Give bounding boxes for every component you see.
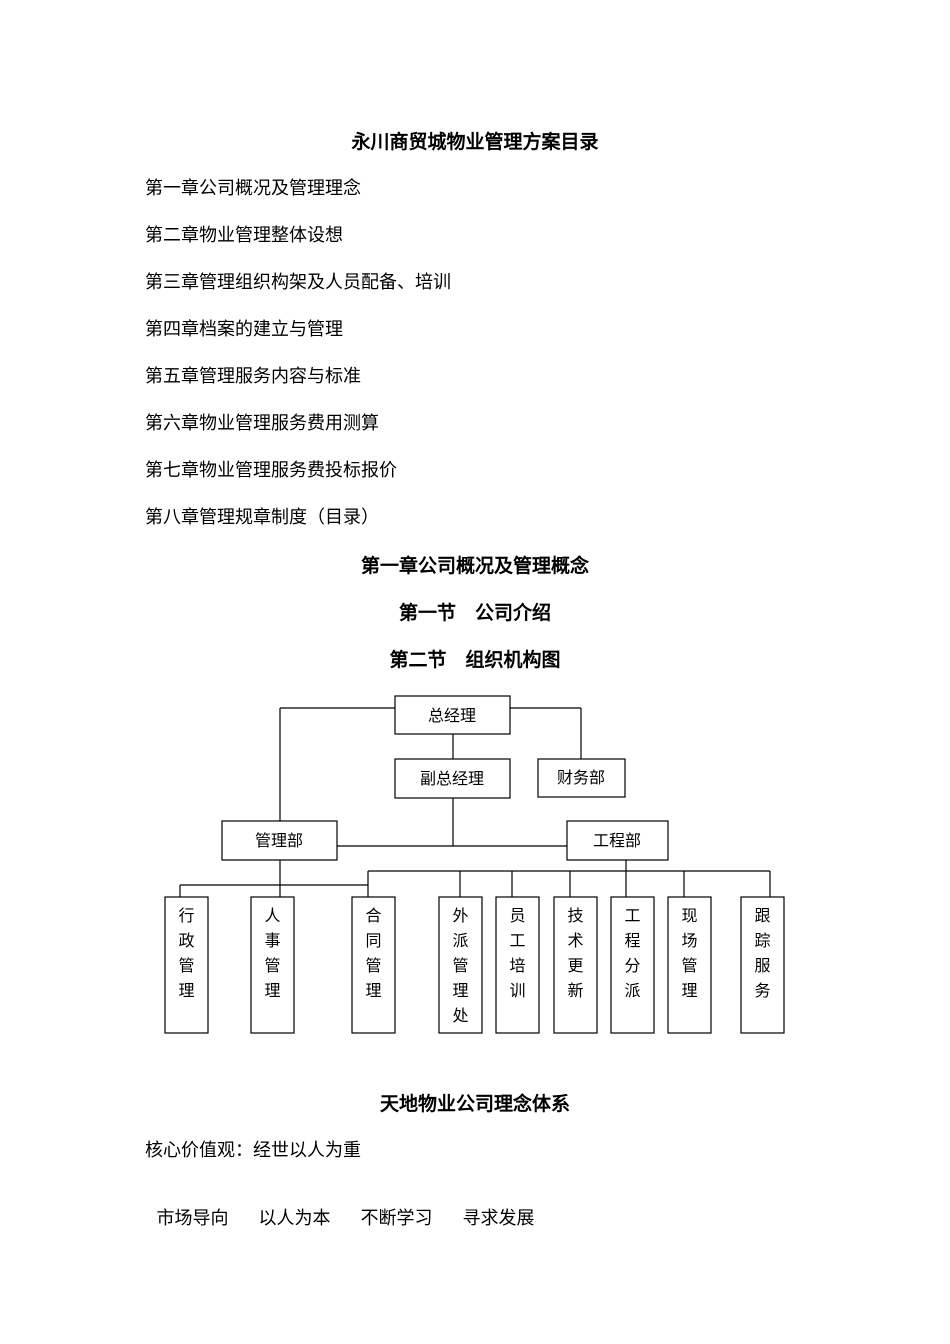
org-unit-char: 工: [509, 931, 525, 950]
org-node-gm: 总经理: [394, 695, 511, 735]
org-node-label: 财务部: [557, 768, 605, 787]
org-node-label: 管理部: [255, 831, 303, 850]
org-unit-char: 管: [452, 956, 468, 975]
org-unit-char: 管: [365, 956, 381, 975]
org-unit-char: 程: [624, 931, 640, 950]
org-unit-char: 理: [264, 981, 280, 1000]
org-chart-connectors: [179, 707, 771, 897]
toc-item: 第二章物业管理整体设想: [145, 225, 343, 246]
org-unit-char: 合: [365, 906, 381, 925]
org-unit-char: 外: [452, 906, 468, 925]
principles-line: 市场导向 以人为本 不断学习 寻求发展: [145, 1183, 534, 1230]
principle: 寻求发展: [462, 1208, 535, 1229]
org-unit-char: 管: [178, 956, 194, 975]
org-unit-char: 政: [178, 931, 194, 950]
org-node-finance: 财务部: [537, 758, 626, 798]
org-unit-char: 管: [264, 956, 280, 975]
org-unit-char: 理: [681, 981, 697, 1000]
philosophy-title: 天地物业公司理念体系: [379, 1093, 570, 1115]
org-unit-char: 处: [452, 1006, 468, 1025]
org-unit-char: 同: [365, 931, 381, 950]
org-node-label: 副总经理: [420, 769, 484, 788]
org-unit-char: 现: [681, 906, 697, 925]
org-unit-char: 训: [509, 981, 525, 1000]
org-unit-char: 术: [567, 931, 583, 950]
toc-item: 第一章公司概况及管理理念: [145, 178, 361, 199]
org-unit-char: 更: [567, 956, 583, 975]
org-unit-char: 员: [509, 906, 525, 925]
core-value: 核心价值观：经世以人为重: [145, 1140, 361, 1161]
toc-item: 第六章物业管理服务费用测算: [145, 413, 379, 434]
org-unit-char: 培: [509, 956, 525, 975]
org-unit-char: 理: [365, 981, 381, 1000]
org-unit-char: 工: [624, 906, 640, 925]
org-unit-char: 理: [452, 981, 468, 1000]
org-node-engineering-dept: 工程部: [566, 820, 669, 861]
org-unit-char: 场: [681, 931, 697, 950]
org-unit-char: 务: [754, 981, 770, 1000]
toc-item: 第八章管理规章制度（目录）: [145, 507, 379, 528]
toc-item: 第四章档案的建立与管理: [145, 319, 343, 340]
org-node-management-dept: 管理部: [221, 820, 338, 861]
org-unit-char: 分: [624, 956, 640, 975]
org-unit-char: 理: [178, 981, 194, 1000]
org-unit-char: 行: [178, 906, 194, 925]
section-title: 第一节 公司介绍: [398, 602, 551, 624]
org-unit-char: 踪: [754, 931, 770, 950]
org-unit-char: 新: [567, 981, 583, 1000]
toc-item: 第七章物业管理服务费投标报价: [145, 460, 397, 481]
org-chart: 总经理 副总经理 财务部 管理部 工程部 行政管理人事管理合同管理外派管理处员工…: [164, 695, 785, 1034]
document-title: 永川商贸城物业管理方案目录: [351, 131, 599, 153]
org-unit-char: 管: [681, 956, 697, 975]
org-node-label: 工程部: [593, 831, 641, 850]
org-unit-char: 事: [264, 931, 280, 950]
org-unit-char: 跟: [754, 906, 770, 925]
section-title: 第二节 组织机构图: [389, 649, 561, 671]
principle: 不断学习: [360, 1208, 433, 1229]
org-unit-char: 技: [567, 906, 583, 925]
org-unit-char: 服: [754, 956, 770, 975]
chapter-title: 第一章公司概况及管理概念: [360, 555, 589, 577]
principle: 市场导向: [156, 1208, 229, 1229]
org-node-label: 总经理: [428, 706, 476, 725]
principle: 以人为本: [258, 1208, 331, 1229]
toc-item: 第三章管理组织构架及人员配备、培训: [145, 272, 451, 293]
org-unit-char: 派: [452, 931, 468, 950]
org-unit-char: 人: [264, 906, 280, 925]
org-unit-char: 派: [624, 981, 640, 1000]
org-node-deputy-gm: 副总经理: [394, 758, 511, 799]
toc-item: 第五章管理服务内容与标准: [145, 366, 361, 387]
